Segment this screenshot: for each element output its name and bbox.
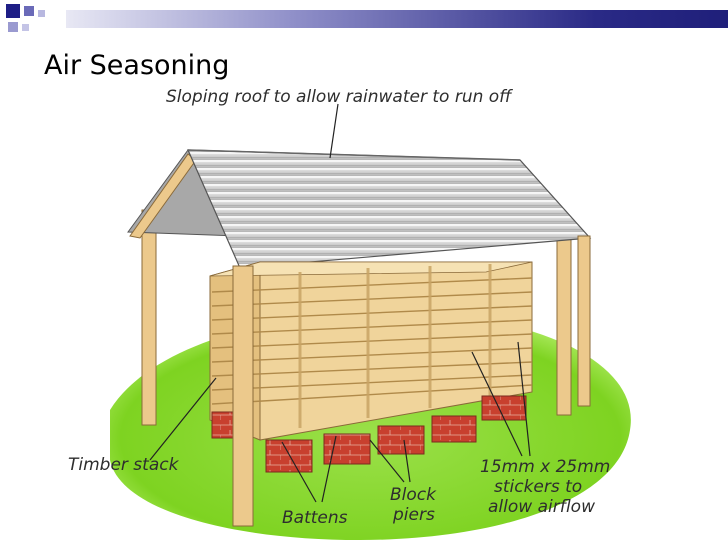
timber-stack	[209, 261, 533, 441]
post-front-right	[577, 235, 591, 407]
callout-stickers-line1: 15mm x 25mm	[480, 457, 610, 477]
corner-square-icon	[8, 22, 18, 32]
block-pier	[431, 415, 477, 443]
block-pier	[377, 425, 425, 455]
leader-stickers-1	[471, 351, 523, 457]
leader-piers-1	[369, 439, 405, 483]
corner-square-icon	[24, 6, 34, 16]
leader-lines	[149, 103, 531, 503]
roof-sheet	[187, 149, 592, 269]
callout-stickers-line2: stickers to	[494, 477, 582, 497]
post-front-left	[232, 265, 254, 527]
callout-block-piers-line2: piers	[392, 505, 435, 525]
post-back-left	[141, 209, 157, 426]
roof-ridge	[187, 149, 521, 161]
callout-timber-stack: Timber stack	[68, 455, 180, 475]
callout-stickers-line3: allow airflow	[488, 497, 595, 517]
sticker-columns	[298, 264, 492, 428]
callout-roof: Sloping roof to allow rainwater to run o…	[166, 87, 513, 107]
corner-square-icon	[38, 10, 45, 17]
leader-battens-1	[281, 441, 317, 503]
header-gradient-bar	[66, 10, 728, 28]
block-pier	[481, 395, 527, 421]
callout-battens: Battens	[282, 508, 348, 528]
leader-timber-stack	[149, 377, 217, 461]
leader-stickers-2	[517, 341, 531, 457]
leader-battens-2	[321, 435, 337, 503]
leader-piers-2	[403, 439, 411, 483]
block-pier	[265, 439, 313, 473]
leader-roof	[329, 103, 339, 159]
slide-title: Air Seasoning	[44, 50, 230, 81]
corner-square-icon	[6, 4, 20, 18]
slide-header	[0, 0, 728, 40]
callout-block-piers-line1: Block	[390, 485, 437, 505]
corner-square-icon	[22, 24, 29, 31]
timber-board-lines	[211, 277, 533, 405]
post-back-right	[556, 224, 572, 416]
